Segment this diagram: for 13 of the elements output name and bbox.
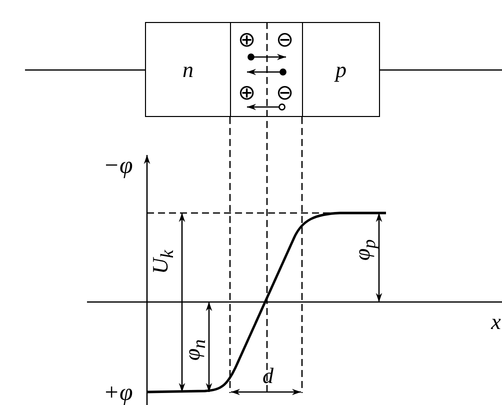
charge-symbol: ⊕	[238, 82, 256, 104]
region-letter: p	[336, 56, 346, 82]
region-box	[145, 22, 231, 117]
axis-label: −φ	[103, 154, 133, 178]
region-letter: n	[182, 56, 194, 82]
dimension-label: d	[262, 365, 274, 387]
charge-symbol: ⊖	[276, 30, 294, 50]
charge-symbol: ⊕	[238, 30, 256, 50]
axis-label: +φ	[103, 381, 133, 405]
depletion-region-box	[230, 22, 303, 117]
region-box	[302, 22, 380, 117]
charge-symbol: ⊖	[276, 82, 294, 104]
axis-label: x	[491, 311, 501, 333]
